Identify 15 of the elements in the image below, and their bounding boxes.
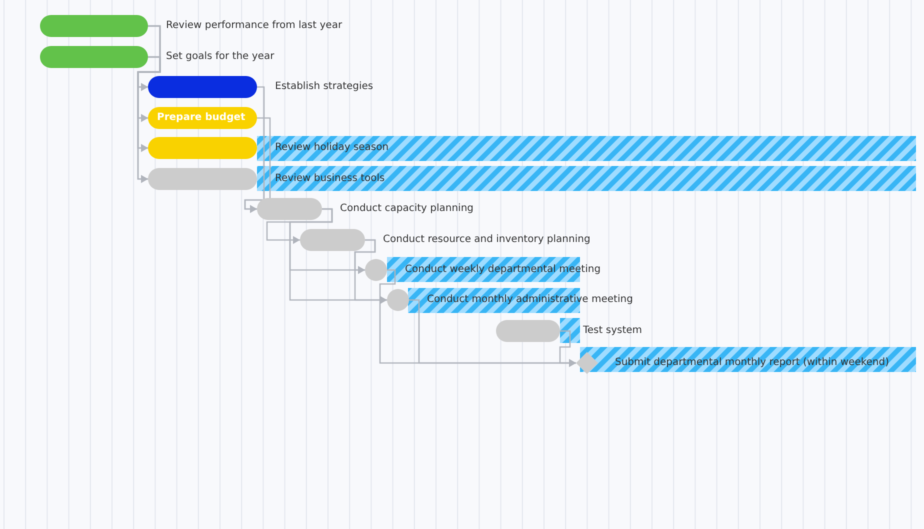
task-label: Review business tools (275, 172, 385, 186)
task-label: Review performance from last year (166, 19, 342, 33)
dependency-arrow (137, 56, 161, 183)
task-label: Set goals for the year (166, 50, 274, 64)
task-label: Conduct monthly administrative meeting (427, 293, 633, 307)
task-label: Submit departmental monthly report (within weekend) (615, 356, 890, 370)
dependency-arrow (244, 117, 271, 213)
task-label: Test system (583, 324, 642, 338)
task-label: Conduct capacity planning (340, 202, 474, 216)
task-label: Conduct resource and inventory planning (383, 233, 590, 247)
task-label: Establish strategies (275, 80, 374, 94)
dependency-arrow (354, 239, 387, 304)
task-label: Review holiday season (275, 141, 389, 155)
dependency-arrow (559, 330, 576, 367)
task-label: Prepare budget (157, 111, 246, 125)
